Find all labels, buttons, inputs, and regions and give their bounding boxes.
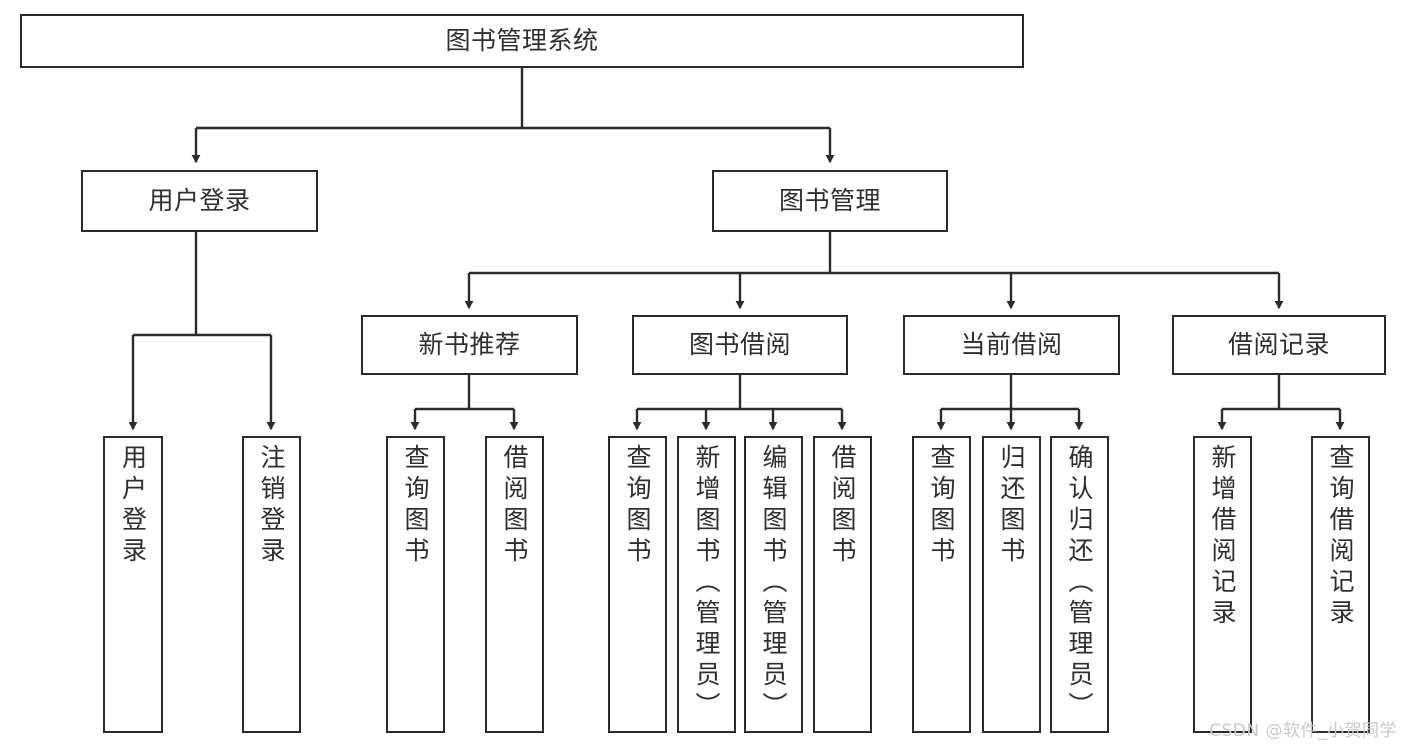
node-leaf-query-book-2[interactable]: 查询图书 <box>608 436 667 733</box>
node-book-manage[interactable]: 图书管理 <box>712 170 948 232</box>
node-leaf-logout-login-label: 注销登录 <box>257 444 286 568</box>
node-leaf-confirm-return[interactable]: 确认归还（管理员） <box>1050 436 1109 733</box>
node-user-login-label: 用户登录 <box>148 186 251 216</box>
node-borrow-record[interactable]: 借阅记录 <box>1172 315 1386 375</box>
node-leaf-add-book[interactable]: 新增图书（管理员） <box>677 436 736 733</box>
node-new-book-rec-label: 新书推荐 <box>418 330 521 360</box>
node-leaf-query-book-2-label: 查询图书 <box>623 444 652 568</box>
node-current-borrow[interactable]: 当前借阅 <box>903 315 1120 375</box>
node-leaf-return-book-label: 归还图书 <box>997 444 1026 568</box>
node-book-manage-label: 图书管理 <box>778 186 881 216</box>
csdn-watermark: CSDN @软件_小贺同学 <box>1209 721 1397 741</box>
node-leaf-query-book-3[interactable]: 查询图书 <box>912 436 971 733</box>
node-borrow-record-label: 借阅记录 <box>1227 330 1330 360</box>
node-leaf-borrow-book-1-label: 借阅图书 <box>500 444 529 568</box>
node-leaf-query-book-1[interactable]: 查询图书 <box>386 436 445 733</box>
node-leaf-query-book-3-label: 查询图书 <box>927 444 956 568</box>
node-leaf-add-record-label: 新增借阅记录 <box>1208 444 1237 630</box>
node-leaf-user-login-label: 用户登录 <box>118 444 148 568</box>
node-root[interactable]: 图书管理系统 <box>20 14 1024 68</box>
node-leaf-edit-book-label: 编辑图书（管理员） <box>759 444 788 723</box>
node-leaf-confirm-return-label: 确认归还（管理员） <box>1065 444 1094 723</box>
node-book-borrow[interactable]: 图书借阅 <box>632 315 848 375</box>
node-current-borrow-label: 当前借阅 <box>960 330 1063 360</box>
node-leaf-return-book[interactable]: 归还图书 <box>982 436 1041 733</box>
node-leaf-logout-login[interactable]: 注销登录 <box>242 436 301 733</box>
node-leaf-add-book-label: 新增图书（管理员） <box>692 444 721 723</box>
node-user-login[interactable]: 用户登录 <box>81 170 318 232</box>
node-root-label: 图书管理系统 <box>445 26 599 56</box>
node-leaf-query-book-1-label: 查询图书 <box>401 444 430 568</box>
node-book-borrow-label: 图书借阅 <box>688 330 791 360</box>
node-leaf-borrow-book-2[interactable]: 借阅图书 <box>813 436 872 733</box>
node-leaf-edit-book[interactable]: 编辑图书（管理员） <box>744 436 803 733</box>
node-leaf-borrow-book-1[interactable]: 借阅图书 <box>485 436 544 733</box>
node-leaf-user-login[interactable]: 用户登录 <box>103 436 163 733</box>
node-leaf-add-record[interactable]: 新增借阅记录 <box>1193 436 1252 733</box>
node-leaf-borrow-book-2-label: 借阅图书 <box>828 444 857 568</box>
node-new-book-rec[interactable]: 新书推荐 <box>361 315 578 375</box>
node-leaf-query-record-label: 查询借阅记录 <box>1326 444 1355 630</box>
node-leaf-query-record[interactable]: 查询借阅记录 <box>1311 436 1370 733</box>
